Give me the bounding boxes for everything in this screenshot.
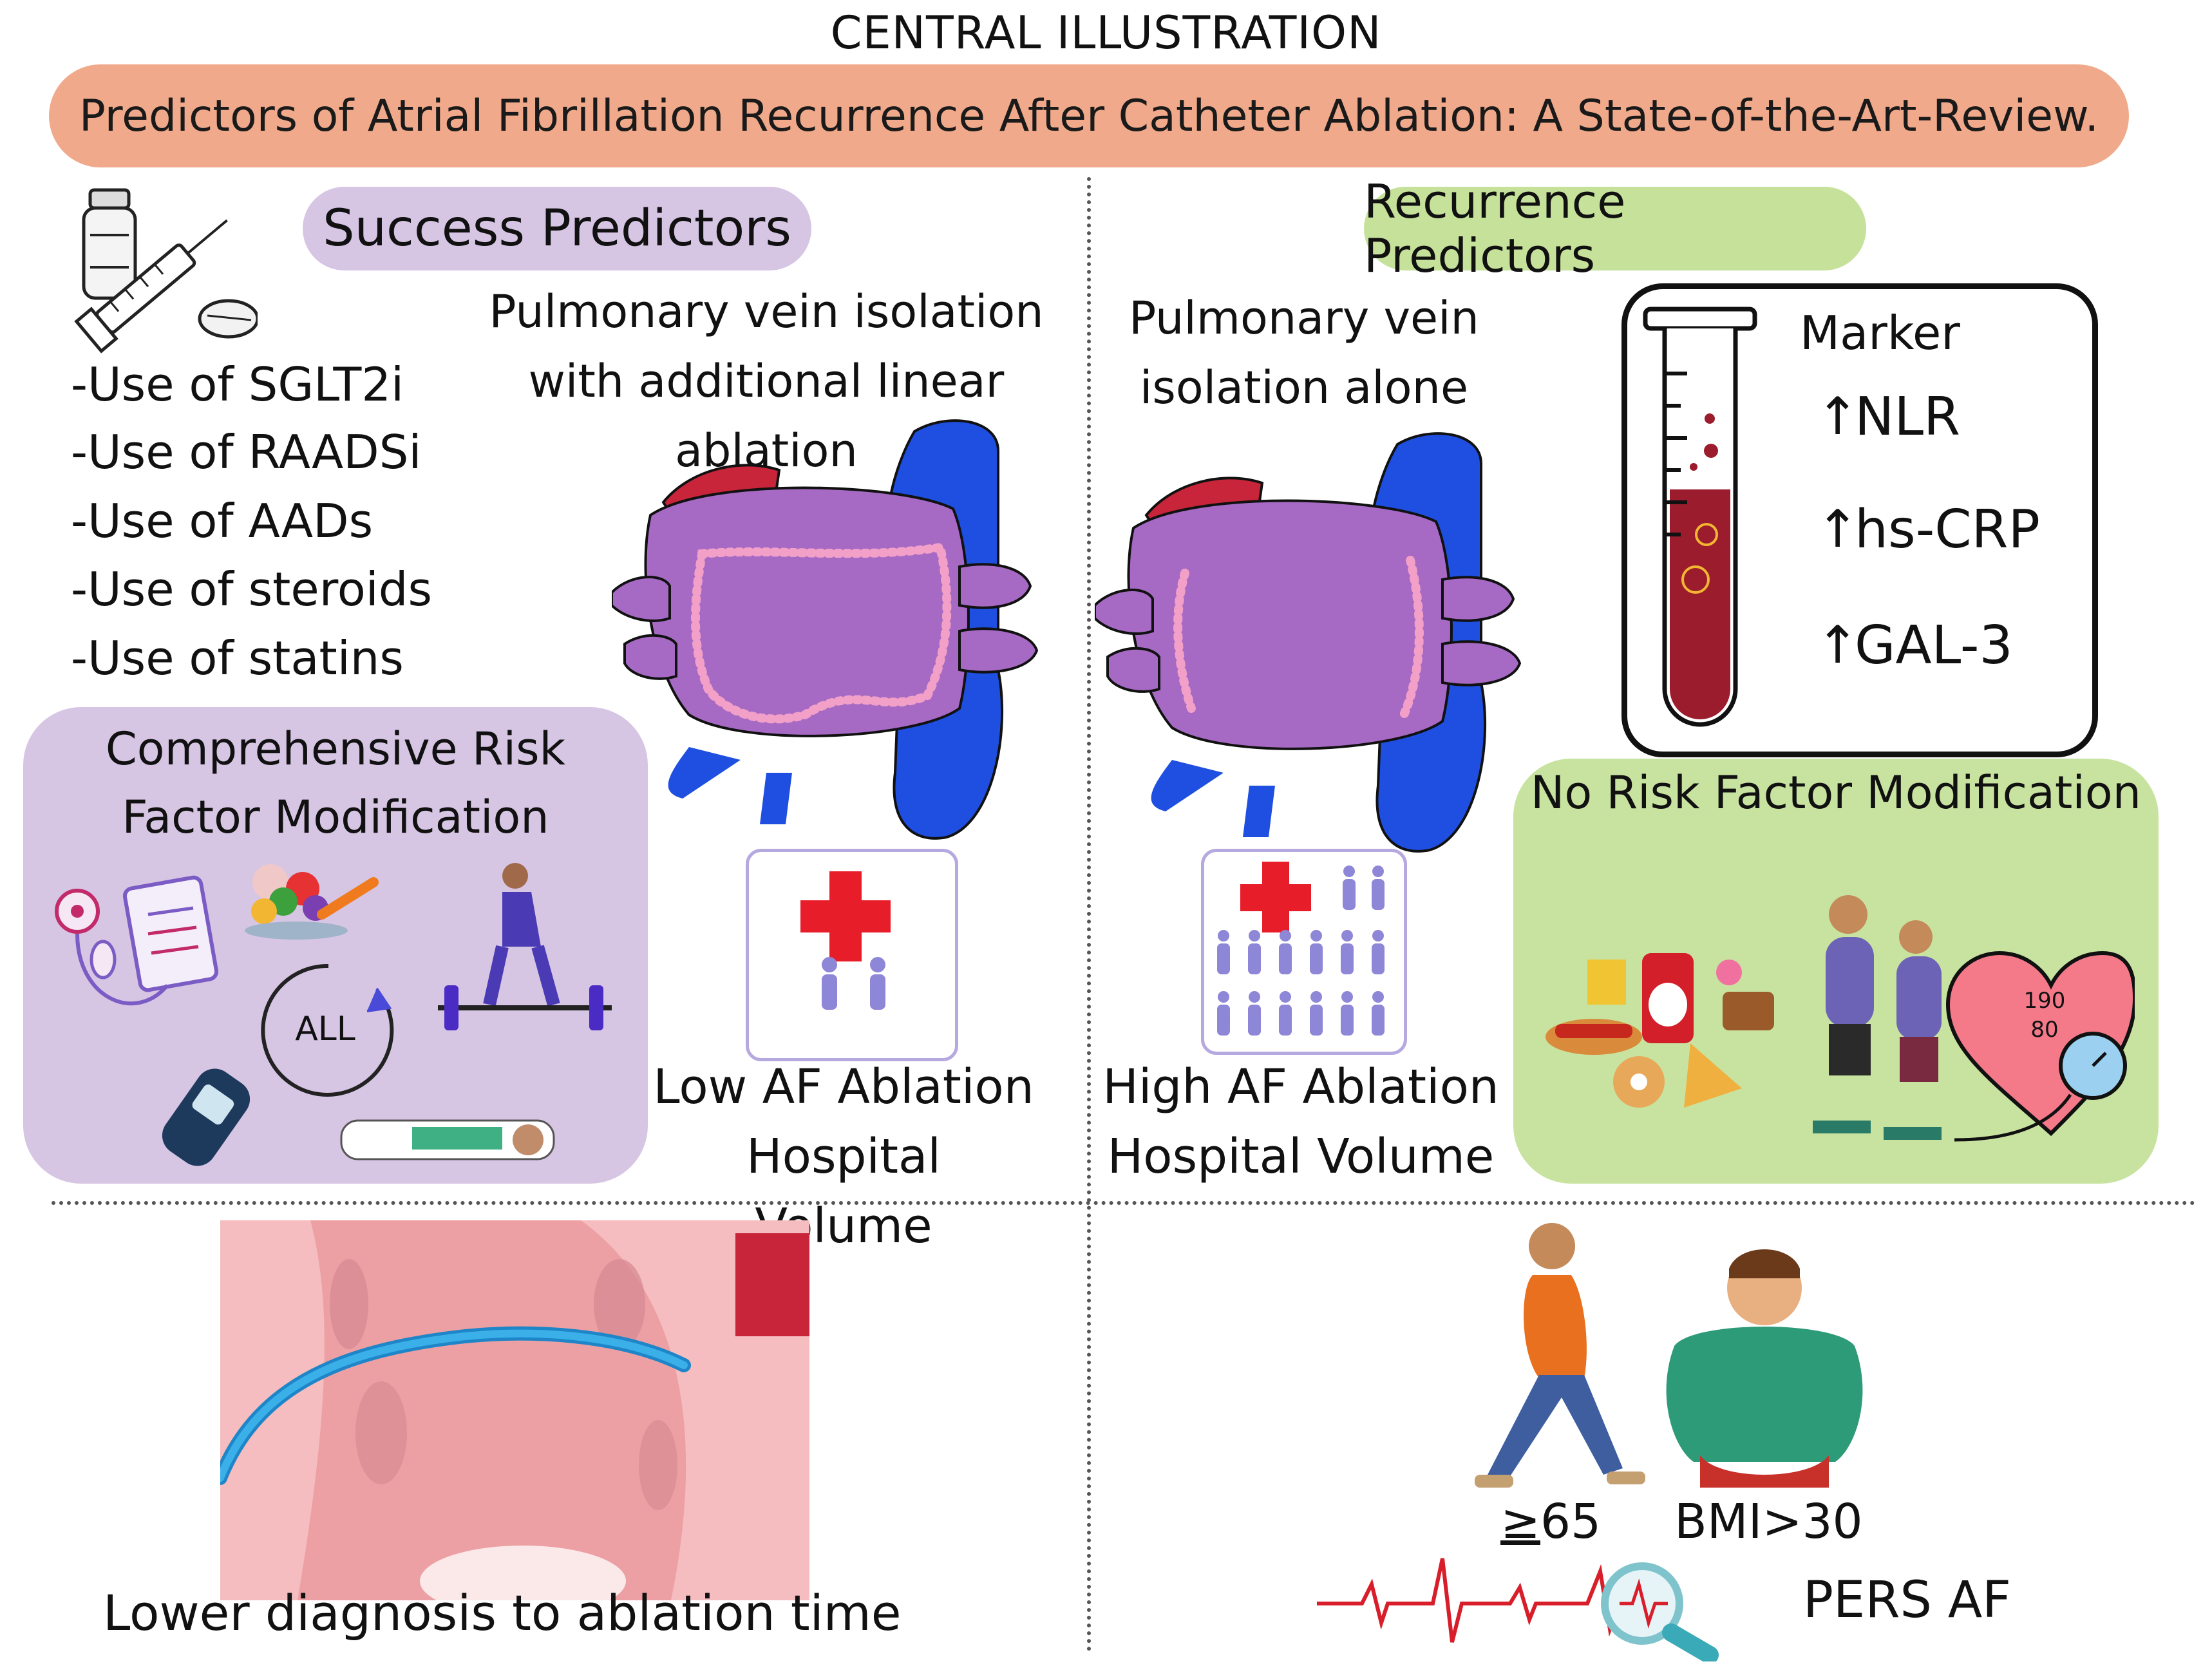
pvi-linear-line1: Pulmonary vein isolation (489, 285, 1044, 338)
risk-factor-modification-title: Comprehensive Risk Factor Modification (23, 715, 648, 851)
overweight-couple-icon (1813, 895, 1942, 1140)
pvi-linear-line2: with additional linear ablation (528, 355, 1005, 477)
high-volume-hospital-card (1201, 849, 1407, 1055)
lower-diagnosis-caption: Lower diagnosis to ablation time (103, 1584, 902, 1642)
up-arrow-icon: ↑ (1816, 386, 1860, 446)
age-value: 65 (1540, 1494, 1602, 1549)
weightlifter-icon (438, 863, 612, 1030)
low-volume-hospital-card (746, 849, 958, 1061)
marker-gal-3: GAL-3 (1855, 615, 2013, 676)
high-volume-line1: High AF Ablation (1102, 1059, 1499, 1115)
bp-systolic: 190 (2024, 988, 2066, 1014)
central-illustration-title: CENTRAL ILLUSTRATION (830, 6, 1382, 59)
review-title-banner: Predictors of Atrial Fibrillation Recurr… (49, 64, 2129, 167)
heart-blood-pressure-icon: 190 80 (1945, 951, 2135, 1142)
elderly-walking-person-icon (1475, 1223, 1645, 1488)
high-volume-label: High AF Ablation Hospital Volume (1095, 1052, 1507, 1191)
recurrence-predictors-heading: Recurrence Predictors (1364, 175, 1866, 283)
drug-steroids: -Use of steroids (71, 562, 432, 616)
no-risk-factor-modification-title: No Risk Factor Modification (1531, 766, 2141, 819)
drug-statins: -Use of statins (71, 631, 404, 685)
pvi-alone-line2: isolation alone (1139, 361, 1469, 414)
horizontal-divider (52, 1201, 2196, 1205)
pvi-linear-label: Pulmonary vein isolation with additional… (451, 277, 1082, 486)
catheter-atrium-illustration (220, 1220, 809, 1600)
low-volume-label: Low AF Ablation Hospital Volume (650, 1052, 1037, 1261)
up-arrow-icon: ↑ (1816, 615, 1860, 675)
crfm-line1: Comprehensive Risk (105, 723, 566, 775)
marker-nlr: NLR (1855, 386, 1960, 448)
up-arrow-icon: ↑ (1816, 499, 1860, 559)
heart-atrium-linear-ablation-icon (612, 419, 1039, 840)
low-volume-line1: Low AF Ablation (653, 1059, 1034, 1115)
fruit-vegetables-icon (245, 864, 379, 940)
age-threshold-label: ≥65 (1500, 1494, 1601, 1549)
pvi-alone-label: Pulmonary vein isolation alone (1095, 283, 1513, 422)
all-cycle-icon: ALL (261, 963, 394, 1097)
drug-raadsi: -Use of RAADSi (71, 425, 422, 479)
marker-hs-crp: hs-CRP (1855, 499, 2040, 560)
vertical-divider (1087, 177, 1091, 1652)
junk-food-icon (1546, 953, 1774, 1108)
success-predictors-heading: Success Predictors (303, 187, 811, 270)
hospital-cross-icon (800, 871, 891, 1010)
blood-pressure-monitor-icon (55, 875, 219, 1006)
unhealthy-lifestyle-icons: 190 80 (1546, 895, 2135, 1142)
bp-diastolic: 80 (2030, 1017, 2058, 1043)
age-symbol: ≥ (1500, 1494, 1541, 1549)
obese-person-icon (1666, 1249, 1863, 1488)
all-cycle-label: ALL (295, 1010, 355, 1048)
blood-test-tube-icon (1643, 307, 1757, 727)
persistent-af-label: PERS AF (1803, 1571, 2012, 1629)
drug-aads: -Use of AADs (71, 494, 373, 548)
hospital-cross-crowd-icon (1217, 862, 1385, 1036)
medication-syringe-icon (74, 188, 258, 354)
crfm-line2: Factor Modification (122, 791, 549, 844)
glucose-meter-icon (162, 1068, 251, 1166)
heart-atrium-pvi-alone-icon (1095, 432, 1522, 853)
high-volume-line2: Hospital Volume (1107, 1129, 1495, 1184)
ecg-magnifier-icon (1317, 1558, 1719, 1661)
low-volume-line2: Hospital Volume (746, 1129, 941, 1254)
pvi-alone-line1: Pulmonary vein (1129, 292, 1479, 345)
lifestyle-icons-cluster: ALL (55, 863, 612, 1166)
sleeping-person-icon (340, 1119, 555, 1160)
bmi-threshold-label: BMI>30 (1674, 1494, 1863, 1549)
drug-sglt2i: -Use of SGLT2i (71, 357, 404, 412)
marker-title: Marker (1800, 306, 1960, 360)
